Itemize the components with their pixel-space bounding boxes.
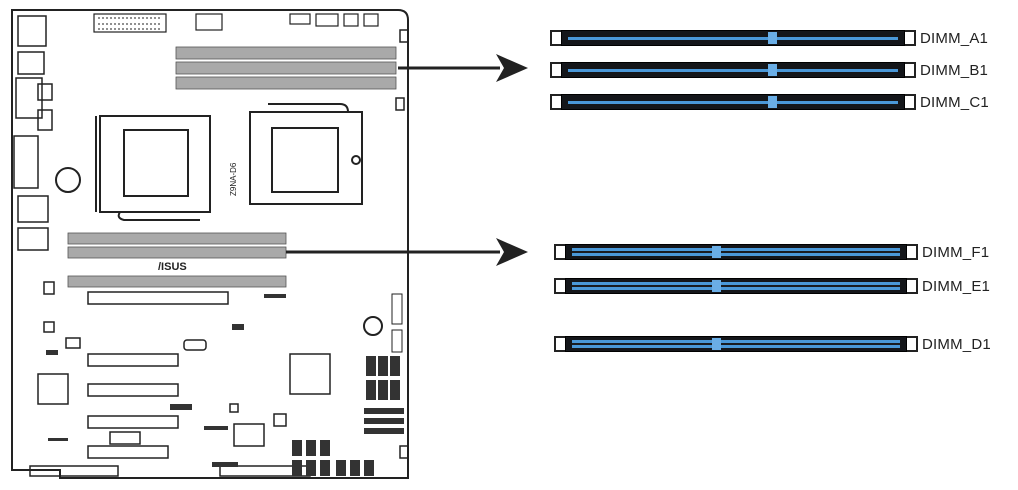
dimm-latch-right bbox=[905, 30, 916, 46]
dimm-module bbox=[561, 62, 905, 78]
top-connectors bbox=[93, 13, 379, 33]
dimm-label: DIMM_B1 bbox=[920, 61, 989, 79]
dimm-slot-f1: DIMM_F1 bbox=[554, 243, 990, 261]
dimm-module bbox=[561, 94, 905, 110]
dimm-module bbox=[565, 244, 907, 260]
dimm-module bbox=[565, 336, 907, 352]
upper-dimm-slots-board bbox=[175, 46, 397, 90]
dimm-module bbox=[565, 278, 907, 294]
dimm-latch-left bbox=[550, 30, 561, 46]
dimm-latch-right bbox=[907, 278, 918, 294]
dimm-latch-left bbox=[550, 62, 561, 78]
dimm-label: DIMM_A1 bbox=[920, 29, 989, 47]
arrow-lower bbox=[286, 238, 528, 266]
dimm-latch-right bbox=[907, 244, 918, 260]
cpu-socket-2 bbox=[249, 103, 363, 205]
expansion-slots bbox=[29, 291, 311, 477]
cmos-battery bbox=[55, 167, 81, 193]
board-outline bbox=[11, 9, 409, 479]
dimm-latch-left bbox=[554, 278, 565, 294]
board-model-text: Z9NA-D6 bbox=[229, 162, 238, 196]
dimm-label: DIMM_F1 bbox=[922, 243, 990, 261]
board-brand-logo: /ISUS bbox=[158, 261, 187, 273]
dimm-latch-right bbox=[907, 336, 918, 352]
dimm-label: DIMM_D1 bbox=[922, 335, 991, 353]
dimm-label: DIMM_E1 bbox=[922, 277, 991, 295]
dimm-latch-right bbox=[905, 94, 916, 110]
dimm-latch-left bbox=[554, 244, 565, 260]
arrow-upper bbox=[398, 54, 528, 82]
cpu-socket-1 bbox=[95, 115, 211, 221]
motherboard-diagram: Z9NA-D6 /ISUS bbox=[11, 9, 409, 479]
dimm-latch-right bbox=[905, 62, 916, 78]
dimm-slot-b1: DIMM_B1 bbox=[550, 61, 989, 79]
board-chips bbox=[37, 29, 409, 459]
dimm-slot-e1: DIMM_E1 bbox=[554, 277, 991, 295]
dimm-module bbox=[561, 30, 905, 46]
dimm-latch-left bbox=[550, 94, 561, 110]
dimm-latch-left bbox=[554, 336, 565, 352]
rear-io-ports bbox=[13, 15, 53, 251]
sata-connectors bbox=[46, 294, 404, 476]
dimm-slot-c1: DIMM_C1 bbox=[550, 93, 989, 111]
dimm-label: DIMM_C1 bbox=[920, 93, 989, 111]
front-panel-header bbox=[391, 293, 403, 353]
buzzer bbox=[363, 316, 383, 336]
top-pin-header bbox=[98, 17, 162, 30]
dimm-slot-d1: DIMM_D1 bbox=[554, 335, 991, 353]
dimm-slot-a1: DIMM_A1 bbox=[550, 29, 989, 47]
